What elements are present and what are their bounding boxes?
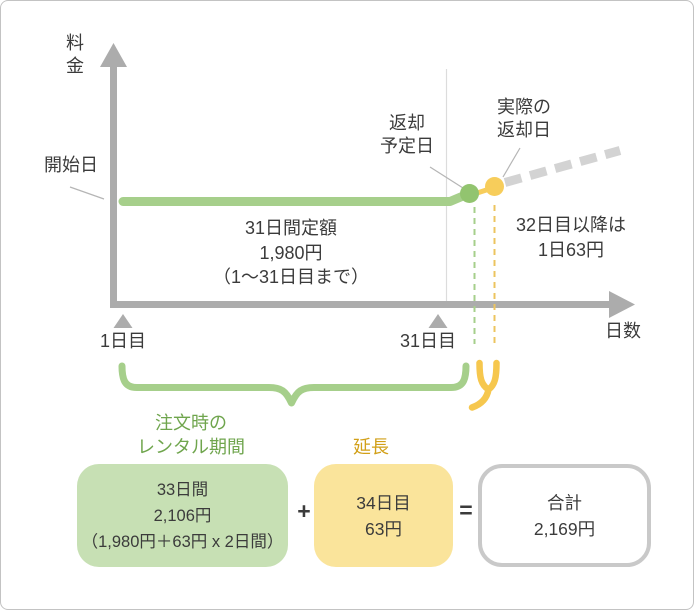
scheduled-return-pointer-line bbox=[429, 166, 464, 189]
actual-return-label: 実際の 返却日 bbox=[497, 97, 551, 140]
scheduled-return-dot bbox=[460, 184, 479, 203]
extension-label: 延長 bbox=[353, 437, 389, 457]
rental-period-brace bbox=[118, 362, 470, 407]
day1-tick-marker-icon bbox=[113, 314, 133, 328]
y-axis-arrowhead-icon bbox=[100, 43, 127, 67]
plus-sign: + bbox=[297, 498, 311, 524]
future-dashed-line bbox=[503, 146, 622, 187]
scheduled-return-label: 返却 予定日 bbox=[380, 113, 434, 156]
x-tick-day1-label: 1日目 bbox=[99, 331, 146, 351]
start-label-pointer-line bbox=[69, 186, 105, 200]
flat-rate-note: 31日間定額 1,980円 （1～31日目まで） bbox=[212, 218, 370, 287]
flat-rate-line bbox=[118, 189, 474, 206]
start-date-label: 開始日 bbox=[44, 155, 98, 175]
equals-sign: = bbox=[459, 497, 473, 523]
extension-brace bbox=[468, 359, 500, 411]
overage-note: 32日目以降は 1日63円 bbox=[515, 215, 627, 260]
actual-return-dot bbox=[485, 177, 504, 196]
x-axis-label: 日数 bbox=[605, 321, 641, 341]
x-axis-arrowhead-icon bbox=[609, 291, 635, 318]
extension-charge-box: 34日目 63円 bbox=[314, 464, 453, 567]
grand-total-box: 合計 2,169円 bbox=[478, 464, 651, 567]
rental-period-label: 注文時の レンタル期間 bbox=[137, 413, 245, 457]
x-tick-day31-label: 31日目 bbox=[399, 331, 457, 351]
day31-tick-marker-icon bbox=[428, 314, 448, 328]
rental-total-box: 33日間 2,106円 （1,980円＋63円 x 2日間） bbox=[77, 464, 288, 567]
actual-return-pointer-line bbox=[502, 147, 521, 178]
y-axis-label: 料 金 bbox=[66, 33, 84, 76]
